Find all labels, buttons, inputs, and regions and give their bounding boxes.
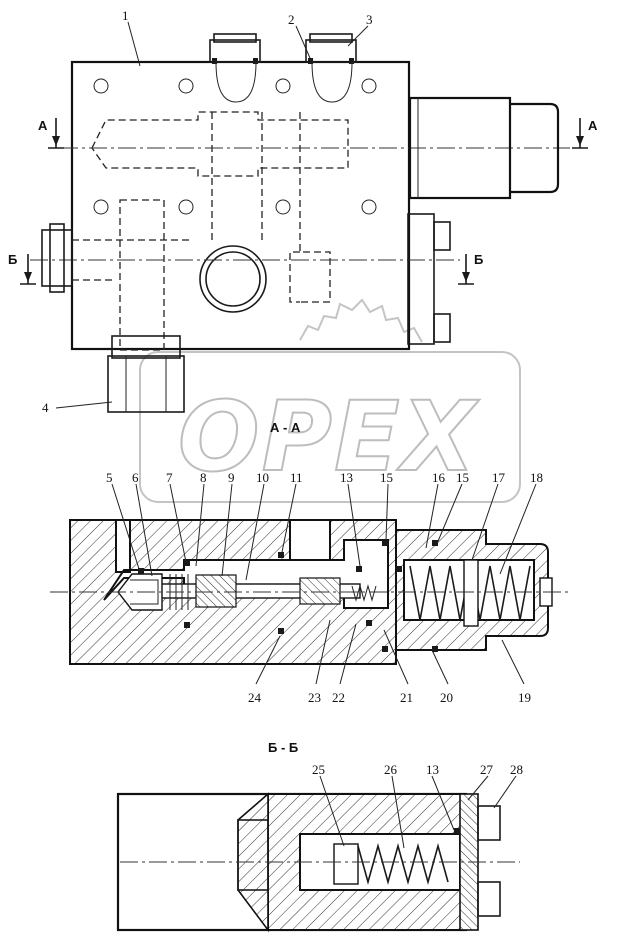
part-label-7: 7 — [166, 470, 173, 485]
part-label-15a: 15 — [380, 470, 393, 485]
top-view — [20, 21, 588, 413]
part-label-6: 6 — [132, 470, 139, 485]
section-mark-a-right: А — [588, 118, 598, 133]
part-label-9: 9 — [228, 470, 235, 485]
part-label-16: 16 — [432, 470, 446, 485]
section-title-bb: Б - Б — [268, 740, 298, 755]
part-label-24: 24 — [248, 690, 262, 705]
part-label-10: 10 — [256, 470, 269, 485]
part-label-26: 26 — [384, 762, 398, 777]
section-aa-view — [50, 483, 570, 685]
section-mark-b-right: Б — [474, 252, 483, 267]
section-bb-view — [116, 775, 520, 933]
part-label-8: 8 — [200, 470, 207, 485]
part-label-21: 21 — [400, 690, 413, 705]
part-label-22: 22 — [332, 690, 345, 705]
part-label-15b: 15 — [456, 470, 469, 485]
section-mark-a-left: А — [38, 118, 48, 133]
section-mark-b-left: Б — [8, 252, 17, 267]
part-label-11: 11 — [290, 470, 303, 485]
part-label-27: 27 — [480, 762, 494, 777]
part-label-23: 23 — [308, 690, 321, 705]
section-titles: А - А Б - Б А А Б Б — [8, 118, 598, 755]
watermark-text: OPEX — [178, 381, 480, 493]
part-number-labels: 1 2 3 4 5 6 7 8 9 10 11 13 15 16 15 17 1… — [42, 8, 543, 777]
section-title-aa: А - А — [270, 420, 301, 435]
part-label-1: 1 — [122, 8, 129, 23]
part-label-4: 4 — [42, 400, 49, 415]
part-label-20: 20 — [440, 690, 453, 705]
watermark-logo: OPEX — [139, 298, 521, 503]
part-label-17: 17 — [492, 470, 506, 485]
part-label-28: 28 — [510, 762, 523, 777]
part-label-2: 2 — [288, 12, 295, 27]
part-label-18: 18 — [530, 470, 543, 485]
part-label-19: 19 — [518, 690, 531, 705]
part-label-5: 5 — [106, 470, 113, 485]
part-label-13a: 13 — [340, 470, 353, 485]
part-label-13b: 13 — [426, 762, 439, 777]
part-label-3: 3 — [366, 12, 373, 27]
part-label-25: 25 — [312, 762, 325, 777]
